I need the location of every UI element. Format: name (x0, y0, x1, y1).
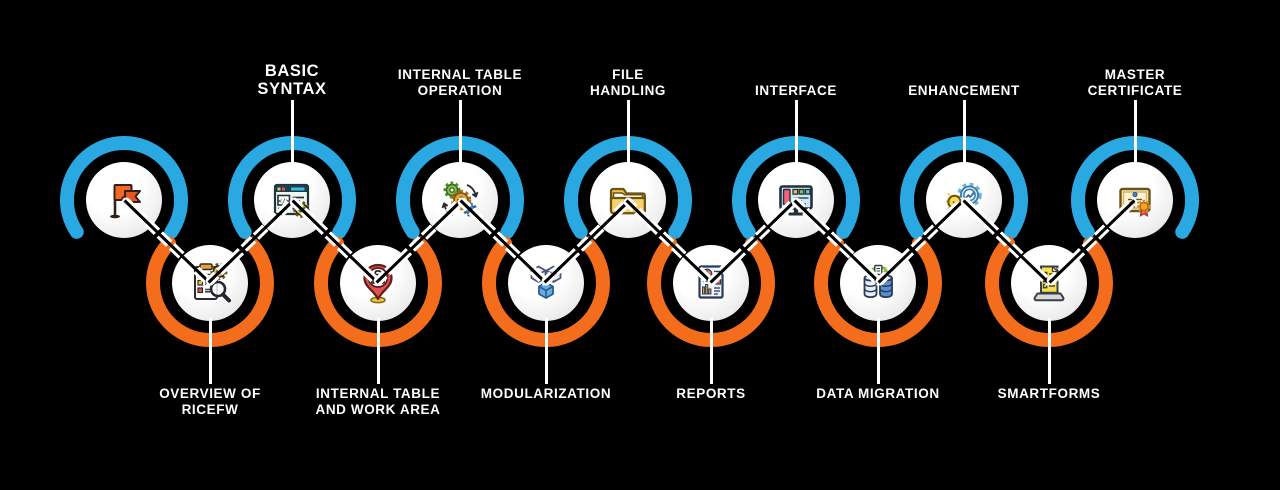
node-label-modularization: MODULARIZATION (480, 386, 612, 401)
progress-arc-top (60, 135, 188, 239)
node-label-smartforms: SMARTFORMS (997, 386, 1101, 401)
label-connector-line (1047, 318, 1051, 384)
node-label-reports: REPORTS (676, 386, 746, 401)
node-label-data-migration: DATA MIGRATION (816, 386, 940, 401)
label-connector-line (626, 100, 630, 172)
node-label-interface: INTERFACE (755, 82, 837, 98)
label-connector-line (709, 318, 713, 384)
label-connector-line (794, 100, 798, 172)
node-label-basic-syntax: BASIC SYNTAX (257, 62, 327, 98)
label-connector-line (458, 100, 462, 172)
label-connector-line (376, 318, 380, 384)
node-label-internal-table-operation: INTERNAL TABLE OPERATION (397, 67, 523, 98)
node-label-file-handling: FILE HANDLING (589, 67, 667, 98)
label-connector-line (1133, 100, 1137, 172)
label-connector-line (290, 100, 294, 172)
label-connector-line (876, 318, 880, 384)
label-connector-line (544, 318, 548, 384)
node-label-master-certificate: MASTER CERTIFICATE (1087, 67, 1183, 98)
label-connector-line (962, 100, 966, 172)
node-label-overview-of-ricefw: OVERVIEW OF RICEFW (159, 386, 261, 417)
svg-text:</>: </> (278, 198, 289, 205)
node-label-internal-table-and-work-area: INTERNAL TABLE AND WORK AREA (315, 386, 441, 417)
label-connector-line (208, 318, 212, 384)
node-label-enhancement: ENHANCEMENT (908, 82, 1020, 98)
